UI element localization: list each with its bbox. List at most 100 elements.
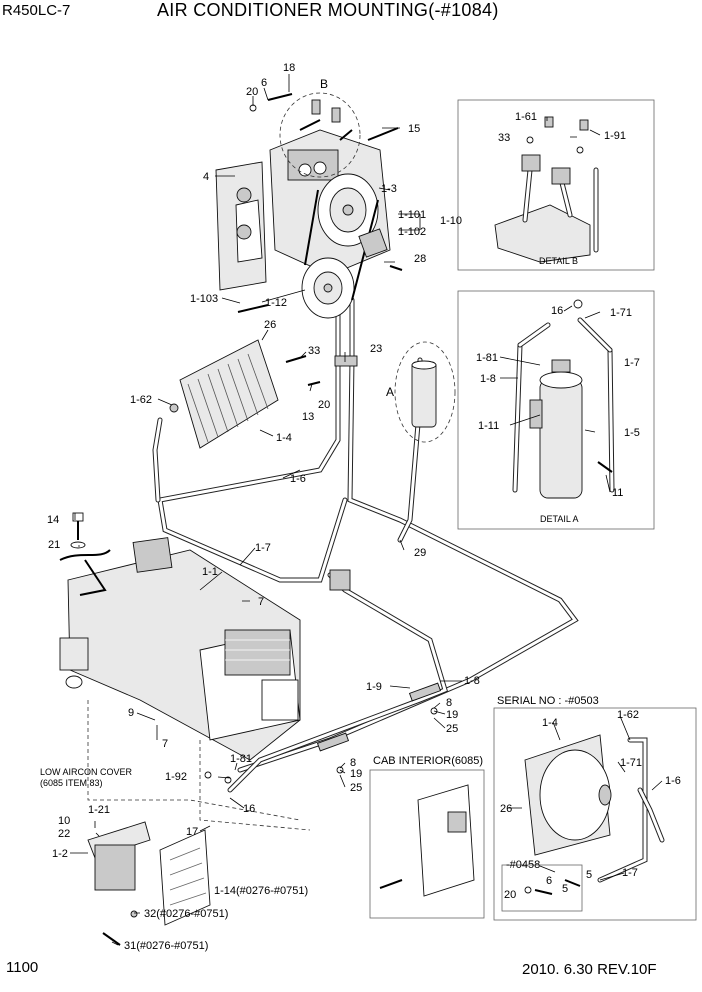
- detail-a-marker: [394, 341, 456, 443]
- detail-b-box: [457, 99, 655, 271]
- callout-7: 7: [258, 596, 264, 608]
- detail-a-label: DETAIL A: [540, 514, 579, 524]
- callout-1-8: 1-8: [480, 373, 496, 385]
- callout-9: 9: [128, 707, 134, 719]
- callout-33b: 33: [498, 132, 510, 144]
- callout-18: 18: [283, 62, 295, 74]
- callout-1-2: 1-2: [52, 848, 68, 860]
- callout-1-4: 1-4: [276, 432, 292, 444]
- hose-clamp-23: [334, 355, 358, 367]
- serial-label: SERIAL NO : -#0503: [497, 695, 599, 707]
- screw-32: [130, 910, 138, 918]
- callout-1-5: 1-5: [624, 427, 640, 439]
- callout-1-3: 1-3: [381, 183, 397, 195]
- airflow-arrow: [79, 559, 107, 596]
- callout-29: 29: [414, 547, 426, 559]
- callout-26b: 26: [500, 803, 512, 815]
- callout-16b: 16: [243, 803, 255, 815]
- clip-strip: [59, 549, 111, 561]
- callout-25: 25: [446, 723, 458, 735]
- callout-1-9: 1-9: [366, 681, 382, 693]
- filter-cover: [159, 829, 211, 926]
- condenser-bolts: [285, 355, 321, 386]
- pulley-clutch: [317, 173, 379, 247]
- callout-1-62: 1-62: [130, 394, 152, 406]
- callout-1-71b: 1-71: [620, 757, 642, 769]
- leader-lines: [70, 74, 663, 946]
- callout-20: 20: [246, 86, 258, 98]
- receiver-drier: [411, 360, 437, 428]
- callout-17: 17: [186, 826, 198, 838]
- callout-1-92: 1-92: [165, 771, 187, 783]
- cab-interior-cover: [379, 784, 475, 897]
- callout-1-91: 1-91: [604, 130, 626, 142]
- callout-1-61: 1-61: [515, 111, 537, 123]
- callout-19: 19: [446, 709, 458, 721]
- callout-10: 10: [58, 815, 70, 827]
- compressor-bracket: [215, 161, 267, 291]
- callout-1-12: 1-12: [265, 297, 287, 309]
- callout-1-7c: 1-7: [622, 867, 638, 879]
- callout-1-7: 1-7: [624, 357, 640, 369]
- callout-7b: 7: [162, 738, 168, 750]
- callout-1-4b: 1-4: [542, 717, 558, 729]
- cab-interior-box: [369, 769, 485, 919]
- callout-1-10: 1-10: [440, 215, 462, 227]
- callout-15: 15: [408, 123, 420, 135]
- callout-16: 16: [551, 305, 563, 317]
- callout-1-71: 1-71: [610, 307, 632, 319]
- callout-20b: 20: [318, 399, 330, 411]
- revision-date: 2010. 6.30 REV.10F: [522, 961, 657, 978]
- callout-5b: 5: [562, 883, 568, 895]
- callout-1-14: 1-14(#0276-#0751): [214, 885, 308, 897]
- unit-dashed: [199, 740, 311, 831]
- bolt-14: [70, 512, 86, 549]
- low-cover-outline: [87, 700, 301, 821]
- callout-1-103: 1-103: [190, 293, 218, 305]
- callout-1-81: 1-81: [476, 352, 498, 364]
- detail-b-label: DETAIL B: [539, 256, 578, 266]
- detail-a-box: [457, 290, 655, 530]
- tensioner: [358, 228, 388, 258]
- callout-1-7b: 1-7: [255, 542, 271, 554]
- callout-1-102: 1-102: [398, 226, 426, 238]
- callout-1-11: 1-11: [478, 420, 499, 432]
- serial-0458-parts: [524, 879, 581, 895]
- callout-26: 26: [264, 319, 276, 331]
- callout-8: 8: [446, 697, 452, 709]
- detail-a-drawing: [512, 299, 615, 499]
- marker-b-label: B: [320, 77, 328, 91]
- low-cover-label-2: (6085 ITEM 83): [40, 778, 103, 788]
- page-title: AIR CONDITIONER MOUNTING(-#1084): [157, 0, 499, 20]
- callout-14: 14: [47, 514, 59, 526]
- callout-labels: 18 6 20 B 15 4 1-3 1-101 1-10 1-102 28 1…: [40, 62, 681, 952]
- controller: [87, 821, 151, 891]
- callout-11: 11: [612, 487, 623, 499]
- fittings-b: [299, 99, 353, 141]
- condenser: [169, 339, 279, 449]
- callout-20c: 20: [504, 889, 516, 901]
- serial-variant-drawing: [524, 734, 665, 883]
- serial-box: [493, 707, 697, 921]
- pipe-clamps: [204, 569, 442, 784]
- air-filter-grid: [224, 629, 291, 676]
- callout-5a: 5: [586, 869, 592, 881]
- callout-1-6: 1-6: [290, 473, 306, 485]
- callout-1-62b: 1-62: [617, 709, 639, 721]
- marker-a-label: A: [386, 385, 394, 399]
- callout-1-101: 1-101: [398, 209, 426, 221]
- callout-22: 22: [58, 828, 70, 840]
- callout-23: 23: [370, 343, 382, 355]
- callout-32: 32(#0276-#0751): [144, 908, 228, 920]
- model-label: R450LC-7: [2, 2, 71, 19]
- serial-0458-box: [501, 864, 583, 912]
- callout-6: 6: [261, 77, 267, 89]
- callout-19b: 19: [350, 768, 362, 780]
- callout-33: 33: [308, 345, 320, 357]
- callout-1-8b: 1-8: [464, 675, 480, 687]
- heater-unit: [59, 537, 301, 761]
- cab-interior-label: CAB INTERIOR(6085): [373, 755, 483, 767]
- tool-31: [102, 932, 121, 946]
- detail-b-marker: [279, 92, 361, 178]
